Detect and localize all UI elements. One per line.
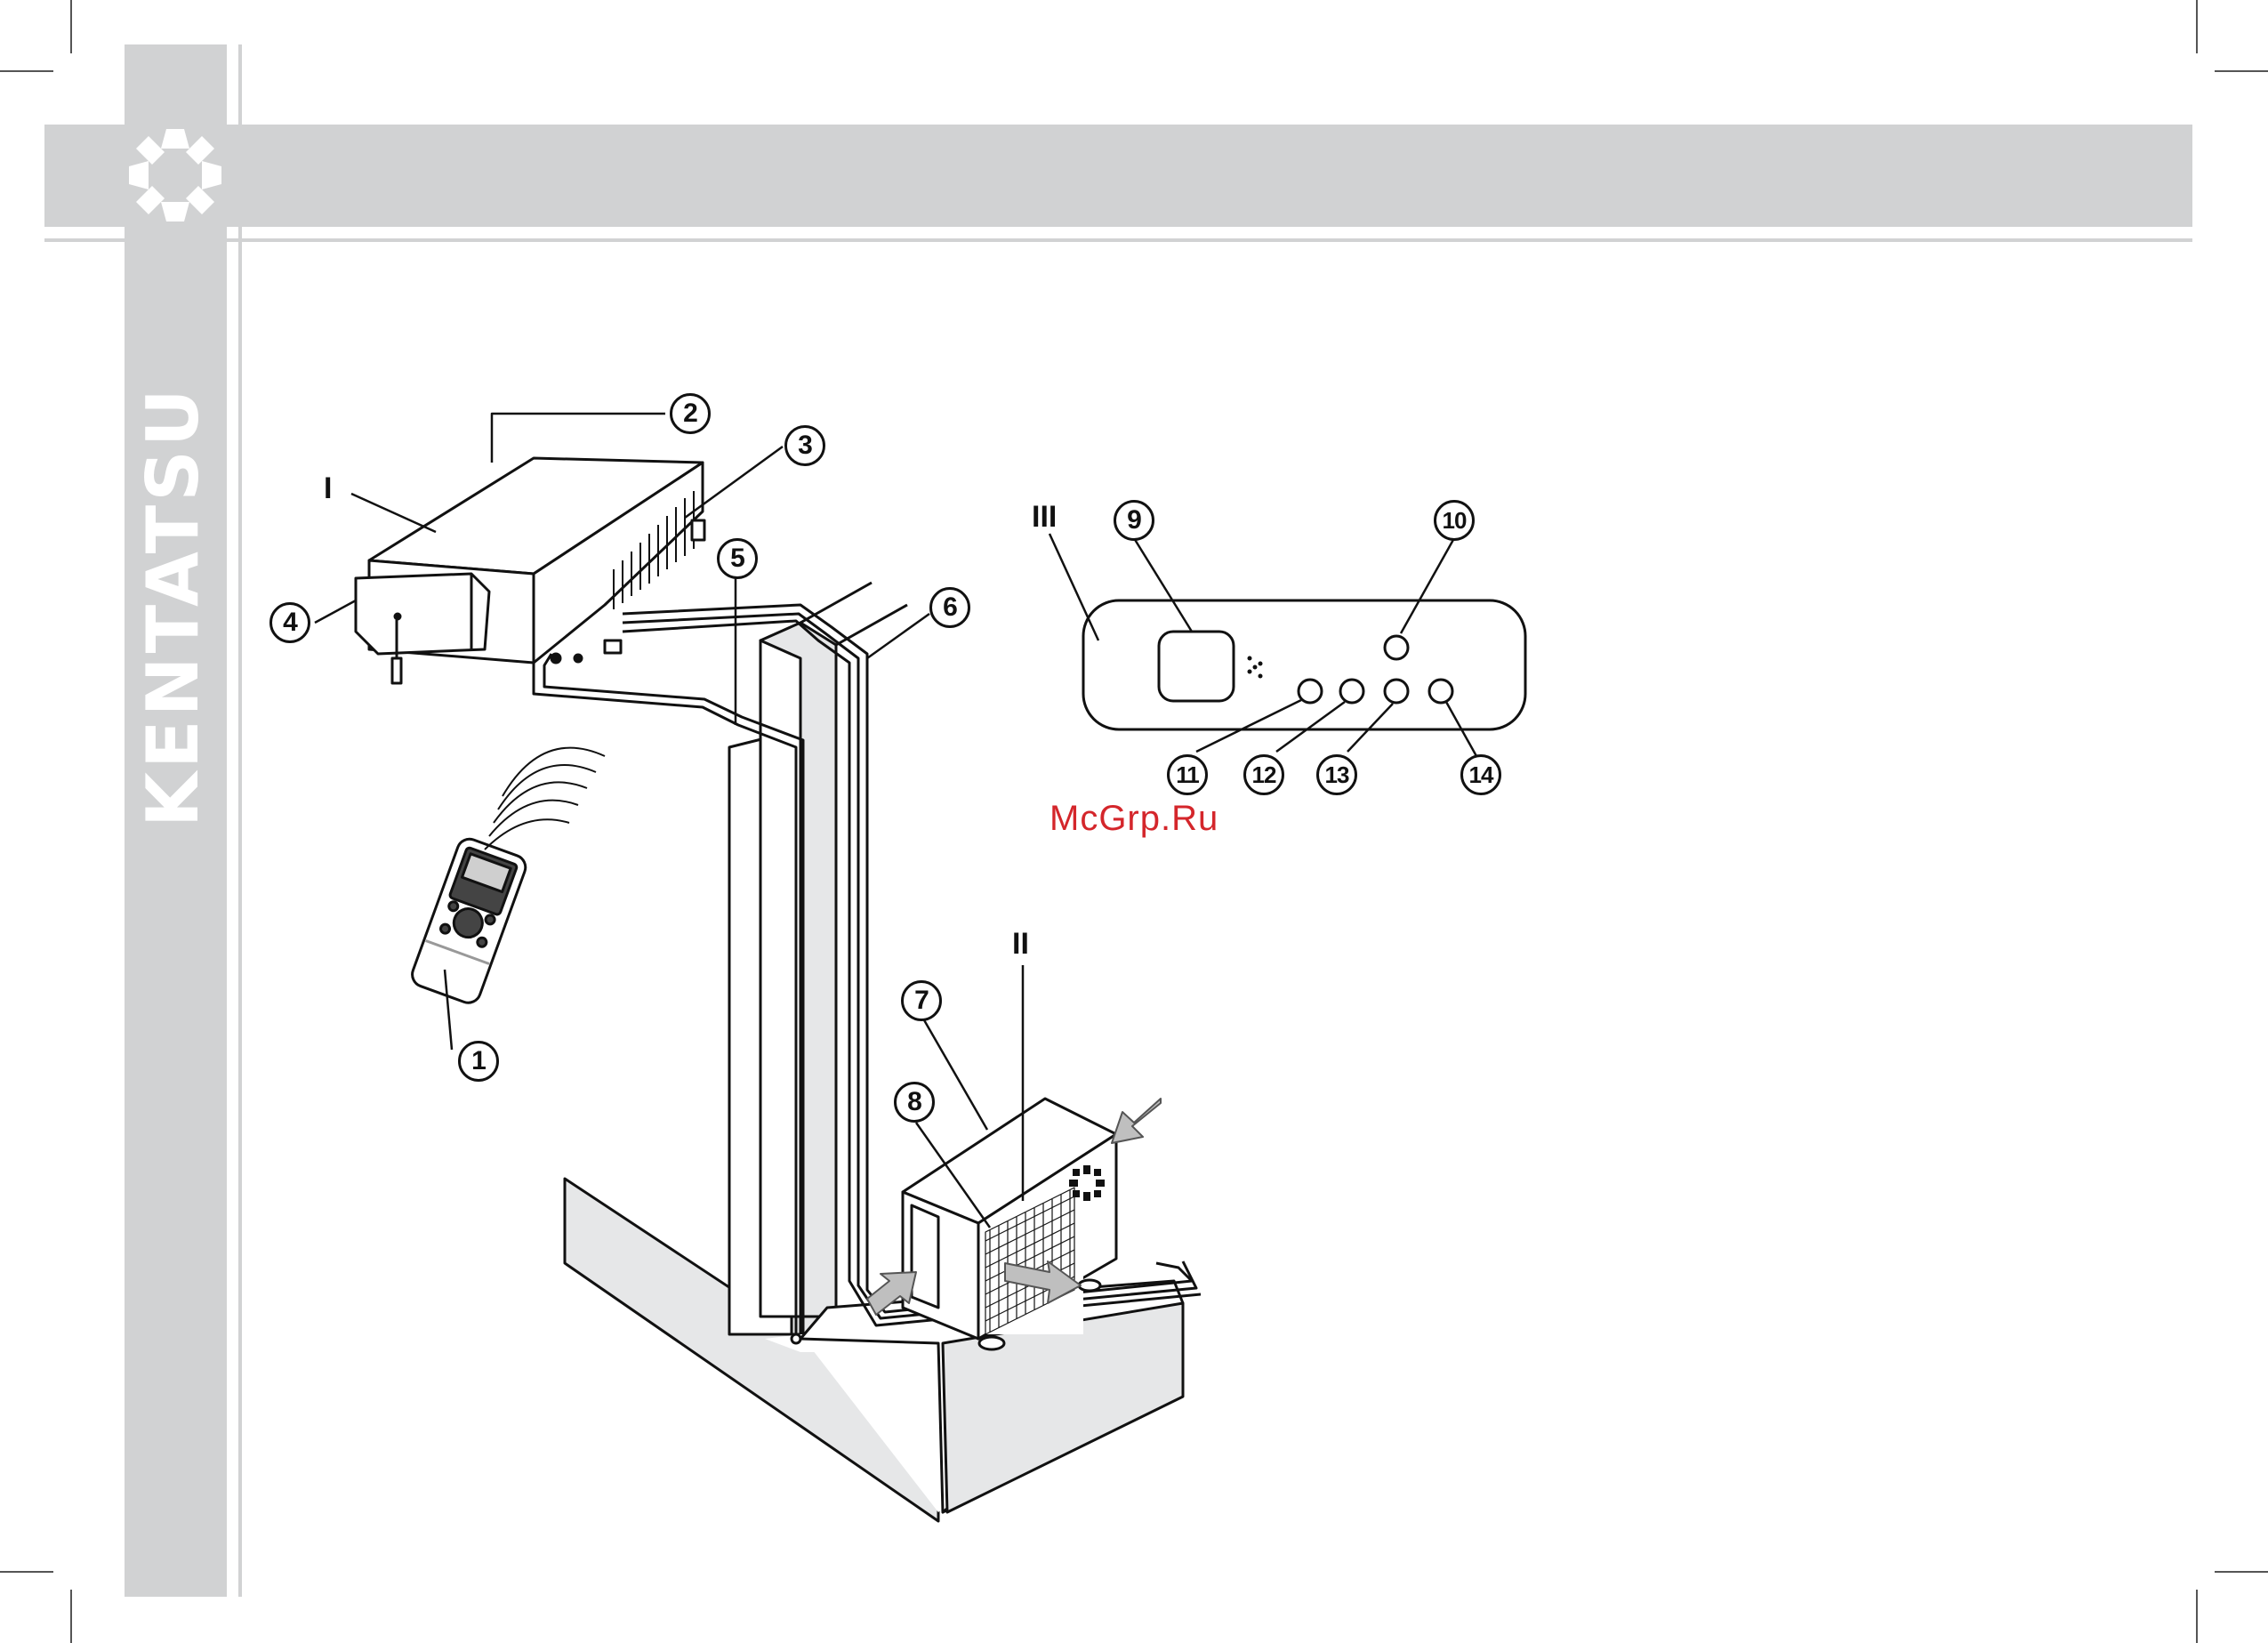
- panel-indicator-14: [1429, 680, 1452, 703]
- callout-5: 5: [717, 538, 758, 579]
- callout-1: 1: [458, 1041, 499, 1082]
- callout-8: 8: [894, 1082, 935, 1123]
- callout-12: 12: [1243, 754, 1284, 795]
- panel-indicator-12: [1340, 680, 1363, 703]
- panel-indicator-13: [1385, 680, 1408, 703]
- label-indoor-unit: I: [324, 471, 332, 506]
- callout-7: 7: [901, 980, 942, 1021]
- callout-4: 4: [269, 602, 310, 643]
- callout-14: 14: [1460, 754, 1501, 795]
- display-panel: [1083, 600, 1525, 729]
- panel-indicator-10: [1385, 636, 1408, 659]
- airflow-in-arrow-right: [1112, 1099, 1161, 1143]
- callout-3: 3: [784, 425, 825, 466]
- panel-indicator-11: [1299, 680, 1322, 703]
- panel-receiver-window: [1159, 632, 1234, 701]
- remote-control: [409, 835, 529, 1006]
- label-outdoor-unit: II: [1012, 927, 1029, 962]
- label-display-panel: III: [1032, 500, 1057, 535]
- wired-sensor: [392, 658, 401, 683]
- callout-2: 2: [670, 393, 711, 434]
- callout-6: 6: [929, 587, 970, 628]
- electric-box: [356, 574, 489, 654]
- callout-10: 10: [1434, 500, 1475, 541]
- callout-13: 13: [1316, 754, 1357, 795]
- callout-9: 9: [1114, 500, 1154, 541]
- callout-11: 11: [1167, 754, 1208, 795]
- watermark-text: McGrp.Ru: [1050, 799, 1218, 839]
